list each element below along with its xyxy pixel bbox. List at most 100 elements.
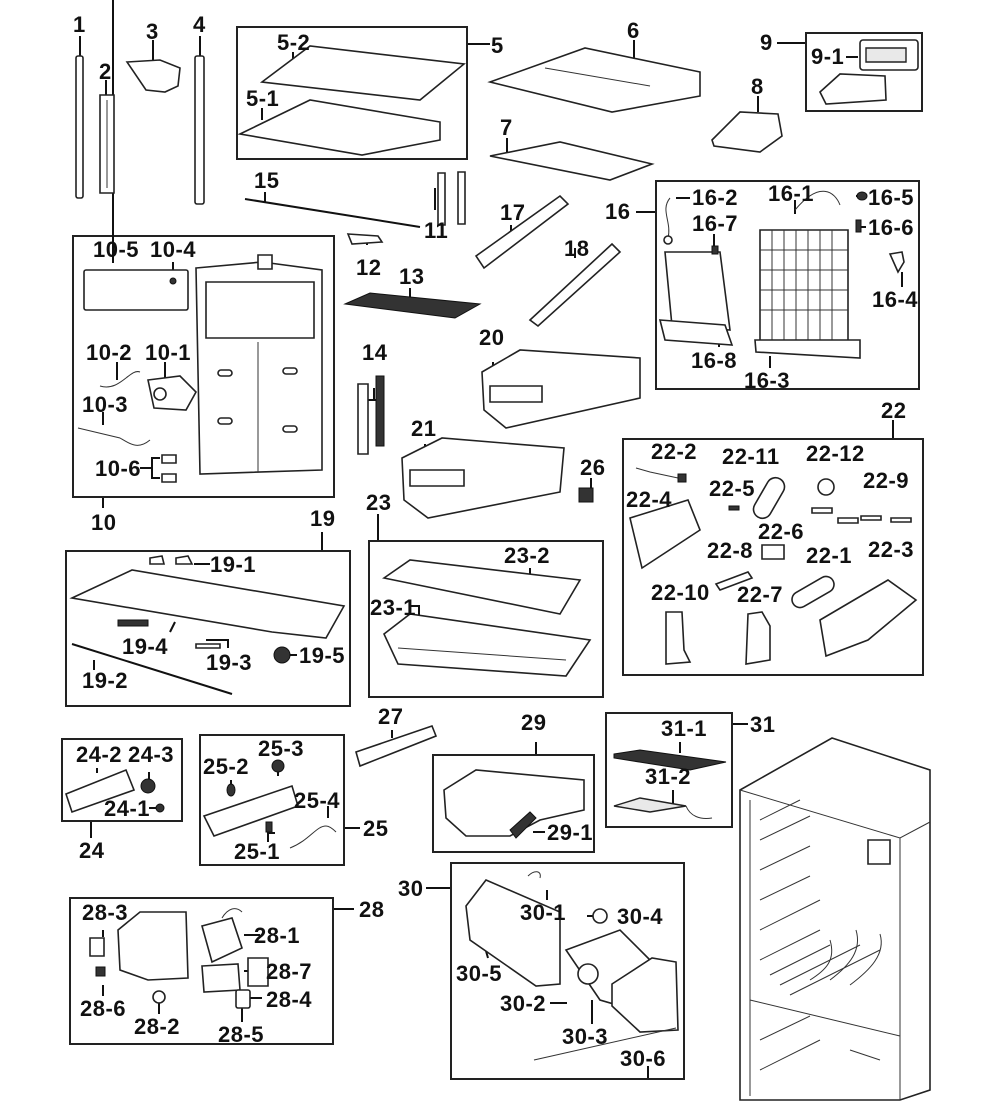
label-11: 11 [424,218,449,243]
label-29-1: 29-1 [547,820,594,845]
label-24: 24 [79,838,105,863]
label-24-1: 24-1 [104,796,151,821]
label-20: 20 [479,325,505,350]
label-16-7: 16-7 [692,211,739,236]
label-28-6: 28-6 [80,996,127,1021]
label-12: 12 [356,255,382,280]
group-box-29 [432,754,595,853]
part-20-drawer [482,350,640,428]
label-30: 30 [398,876,424,901]
label-27: 27 [378,704,404,729]
label-22-5: 22-5 [709,476,756,501]
group-box-30 [450,862,685,1080]
label-16-2: 16-2 [692,185,739,210]
label-26: 26 [580,455,606,480]
label-30-2: 30-2 [500,991,547,1016]
group-box-10 [72,235,335,498]
label-30-3: 30-3 [562,1024,609,1049]
label-22-3: 22-3 [868,537,915,562]
label-25-3: 25-3 [258,736,305,761]
label-7: 7 [500,115,513,140]
group-box-24 [61,738,183,822]
label-28-2: 28-2 [134,1014,181,1039]
label-9-1: 9-1 [811,44,845,69]
label-23: 23 [366,490,392,515]
label-25-1: 25-1 [234,839,281,864]
label-19-4: 19-4 [122,634,169,659]
label-16-3: 16-3 [744,368,791,393]
label-16-5: 16-5 [868,185,915,210]
label-29: 29 [521,710,547,735]
label-31-2: 31-2 [645,764,692,789]
label-13: 13 [399,264,425,289]
label-28: 28 [359,897,385,922]
label-10-2: 10-2 [86,340,133,365]
label-10-6: 10-6 [95,456,142,481]
label-30-1: 30-1 [520,900,567,925]
part-7-cover [490,142,652,180]
label-31-1: 31-1 [661,716,708,741]
label-16-6: 16-6 [868,215,915,240]
label-25-2: 25-2 [203,754,250,779]
part-6-shelf [490,48,700,112]
group-box-5 [236,26,468,160]
part-8-guard [712,112,782,152]
label-22-7: 22-7 [737,582,784,607]
label-10-5: 10-5 [93,237,140,262]
part-27-bar [356,726,436,766]
label-28-5: 28-5 [218,1022,265,1047]
label-23-1: 23-1 [370,595,417,620]
label-5-1: 5-1 [246,86,280,111]
label-28-4: 28-4 [266,987,313,1012]
label-22: 22 [881,398,907,423]
group-box-22 [622,438,924,676]
label-5: 5 [491,33,504,58]
label-10-3: 10-3 [82,392,129,417]
label-10: 10 [91,510,117,535]
part-3-cover [127,60,180,92]
label-22-12: 22-12 [806,441,865,466]
label-31: 31 [750,712,776,737]
label-16-4: 16-4 [872,287,919,312]
label-10-4: 10-4 [150,237,197,262]
part-26-part [579,488,593,502]
part-14-strips [358,376,384,454]
label-22-1: 22-1 [806,543,853,568]
part-15-rod [245,199,420,227]
label-28-7: 28-7 [266,959,313,984]
label-25: 25 [363,816,389,841]
part-4-rail [195,56,204,204]
label-16-8: 16-8 [691,348,738,373]
label-15: 15 [254,168,280,193]
label-8: 8 [751,74,764,99]
label-18: 18 [564,236,590,261]
label-4: 4 [193,12,206,37]
label-3: 3 [146,19,159,44]
group-box-16 [655,180,920,390]
label-25-4: 25-4 [294,788,341,813]
label-22-8: 22-8 [707,538,754,563]
label-9: 9 [760,30,773,55]
label-19: 19 [310,506,336,531]
label-28-3: 28-3 [82,900,129,925]
label-17: 17 [500,200,526,225]
group-box-28 [69,897,334,1045]
part-2-hinge-strip [100,95,114,193]
label-16: 16 [605,199,631,224]
label-5-2: 5-2 [277,30,311,55]
label-19-5: 19-5 [299,643,346,668]
label-1: 1 [73,12,86,37]
label-19-3: 19-3 [206,650,253,675]
label-22-2: 22-2 [651,439,698,464]
label-22-4: 22-4 [626,487,673,512]
label-2: 2 [99,59,112,84]
part-1-rail [76,56,83,198]
label-30-6: 30-6 [620,1046,667,1071]
part-21-drawer [402,438,564,518]
group-box-19 [65,550,351,707]
label-19-1: 19-1 [210,552,257,577]
group-box-31 [605,712,733,828]
label-22-11: 22-11 [722,444,780,469]
label-21: 21 [411,416,437,441]
label-10-1: 10-1 [145,340,192,365]
